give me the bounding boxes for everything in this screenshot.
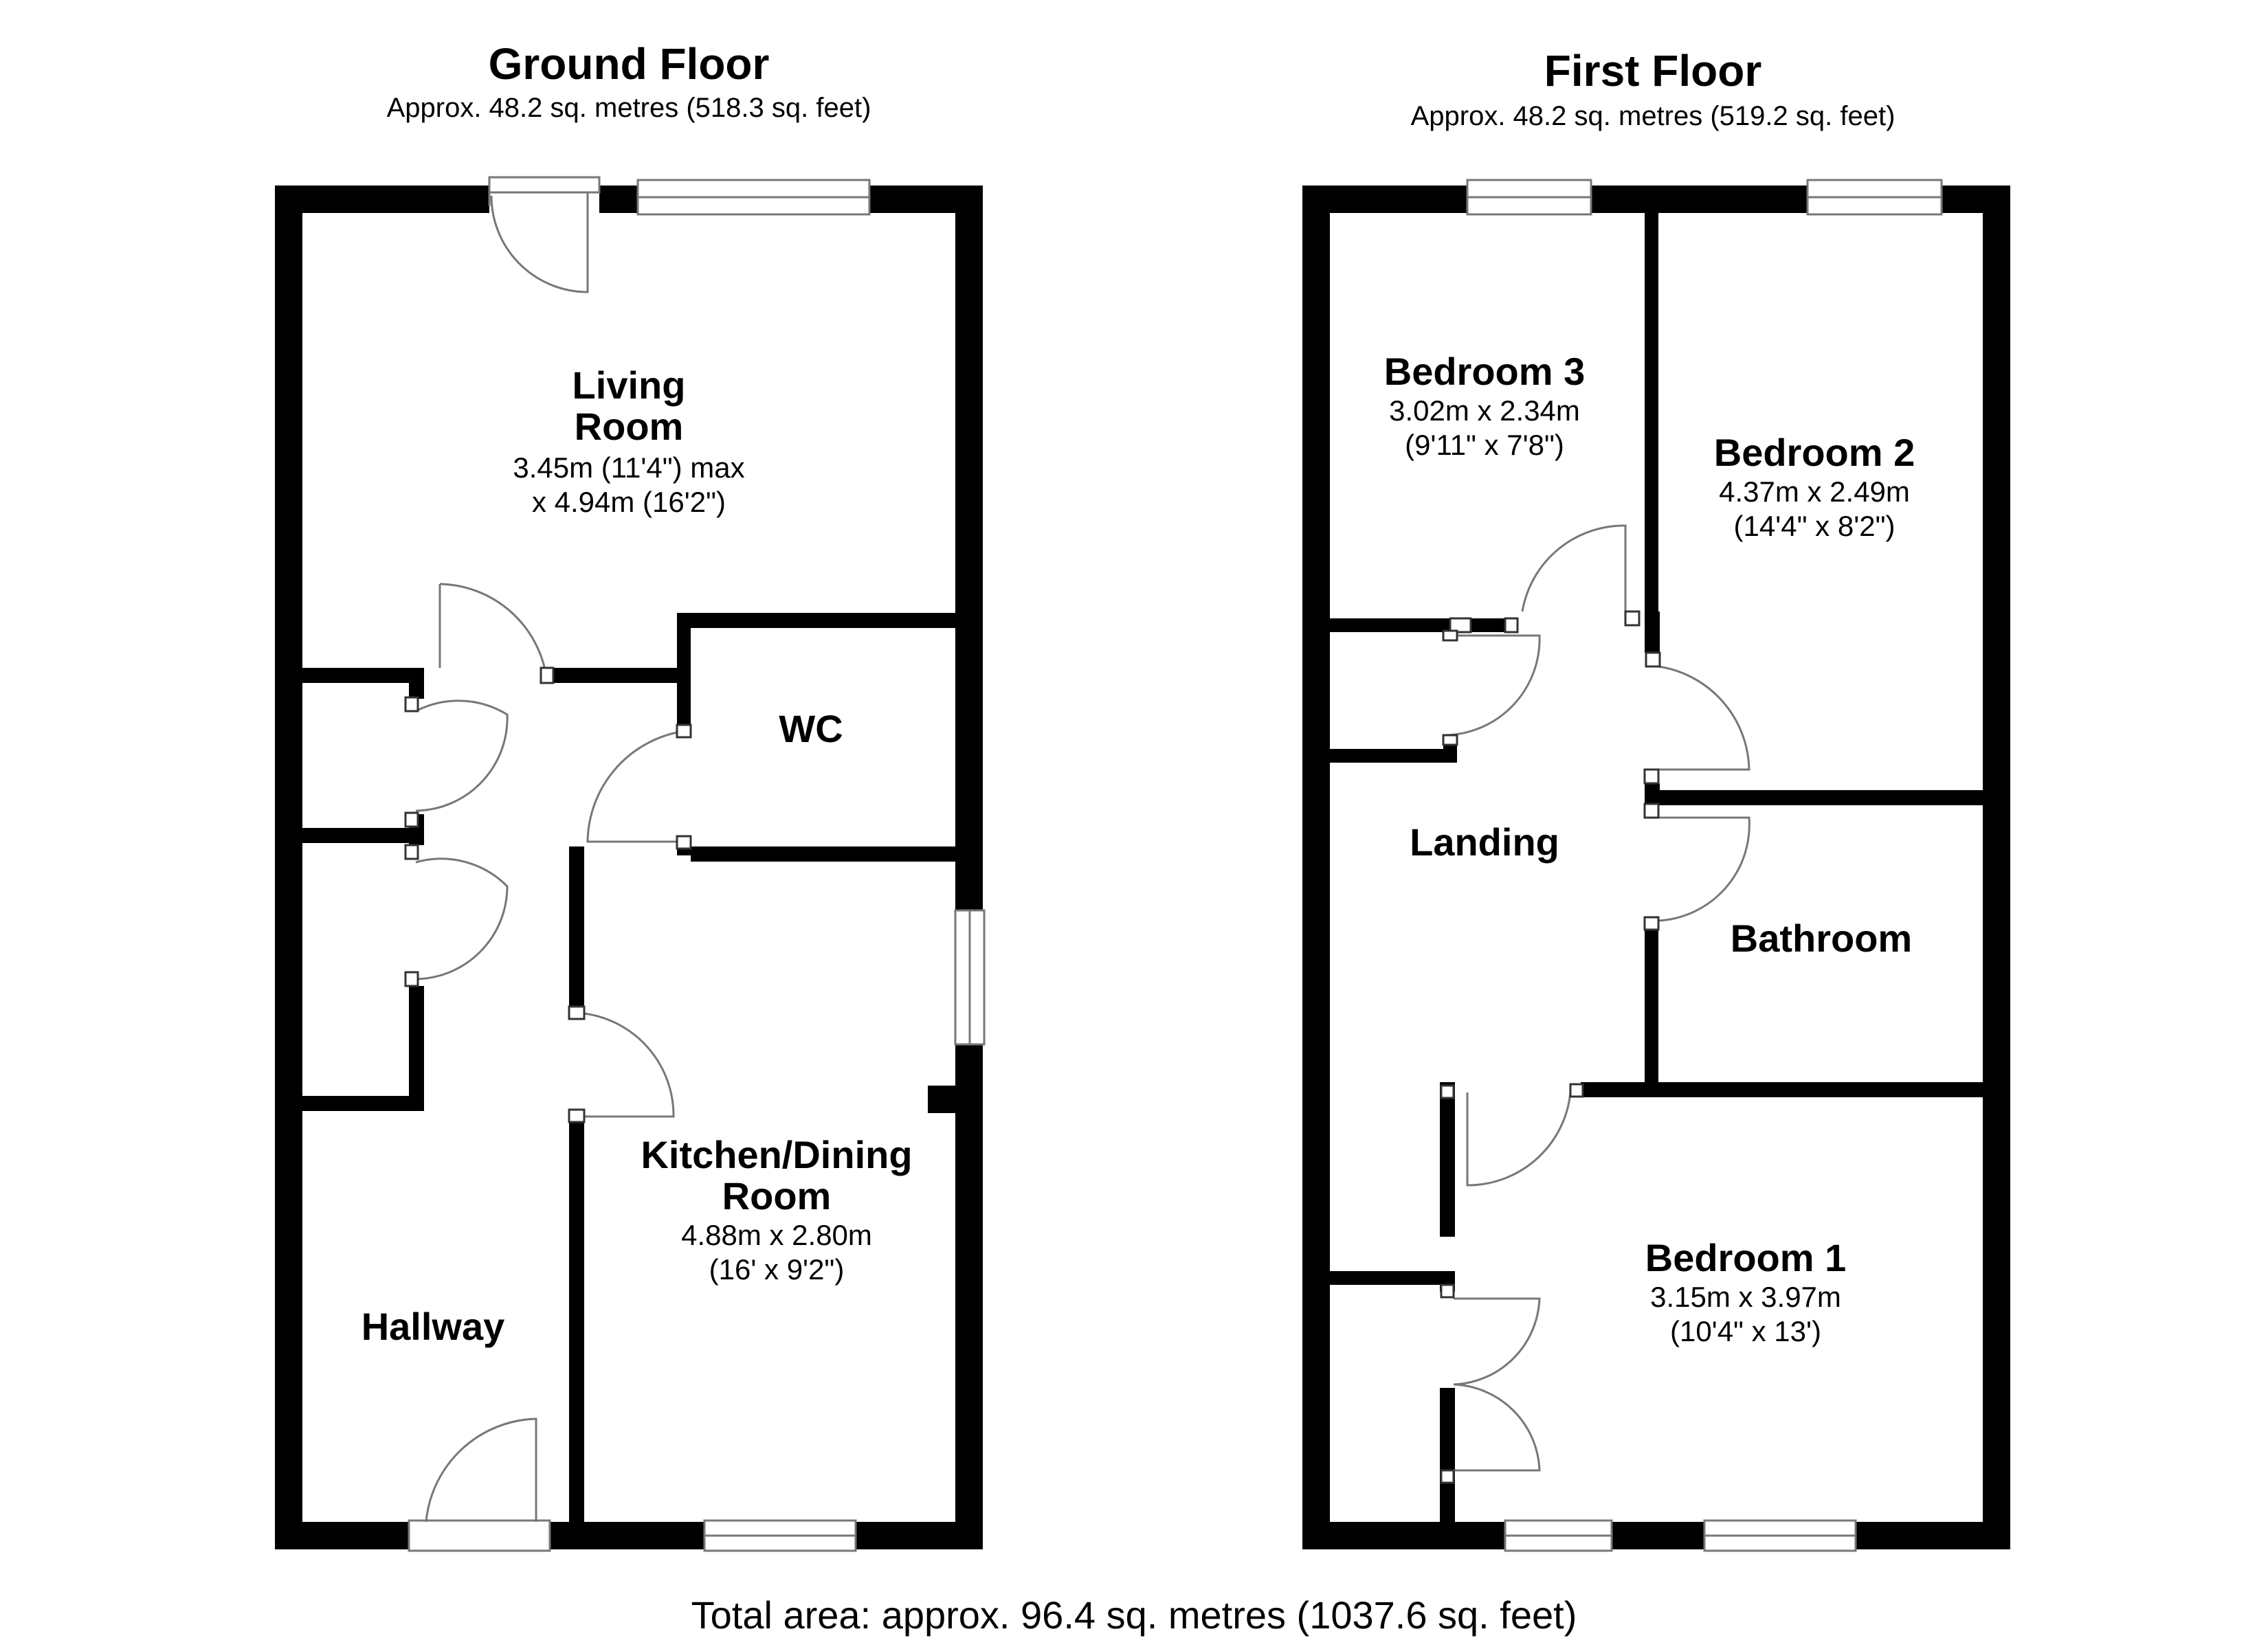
first-floor-title: First Floor: [1544, 46, 1761, 96]
room-name: Bedroom 1: [1645, 1236, 1847, 1279]
first-floor-walls: [1302, 186, 2010, 1549]
first-floor-windows: [1466, 179, 1943, 1552]
room-dimensions: 3.02m x 2.34m: [1389, 394, 1580, 427]
wc-room: WC: [779, 707, 843, 750]
room-name: Kitchen/Dining: [641, 1133, 912, 1176]
room-name: Bedroom 3: [1384, 350, 1586, 393]
room-dimensions: 4.37m x 2.49m: [1719, 475, 1910, 508]
room-name: Room: [722, 1174, 832, 1218]
bedroom-3: Bedroom 3 3.02m x 2.34m (9'11" x 7'8"): [1384, 350, 1586, 461]
bathroom: Bathroom: [1731, 917, 1912, 960]
room-dimensions: (9'11" x 7'8"): [1405, 429, 1564, 461]
ground-floor-title: Ground Floor: [489, 39, 770, 89]
room-dimensions: (10'4" x 13'): [1670, 1315, 1821, 1347]
room-dimensions: 4.88m x 2.80m: [681, 1219, 872, 1251]
room-name: Landing: [1410, 820, 1559, 864]
room-dimensions: (14'4" x 8'2"): [1734, 510, 1895, 542]
first-floor-area: Approx. 48.2 sq. metres (519.2 sq. feet): [1411, 101, 1895, 131]
room-dimensions: 3.15m x 3.97m: [1650, 1281, 1841, 1313]
room-name: Living: [572, 363, 686, 407]
bedroom-1: Bedroom 1 3.15m x 3.97m (10'4" x 13'): [1645, 1236, 1847, 1347]
kitchen-dining-room: Kitchen/Dining Room 4.88m x 2.80m (16' x…: [641, 1133, 912, 1286]
landing: Landing: [1410, 820, 1559, 864]
room-dimensions: (16' x 9'2"): [709, 1253, 845, 1286]
first-floor-plan: First Floor Approx. 48.2 sq. metres (519…: [1302, 46, 2010, 1552]
first-floor-door-jambs: [1440, 610, 1661, 1484]
room-dimensions: x 4.94m (16'2"): [532, 486, 726, 518]
first-floor-doors: [1443, 524, 1750, 1472]
room-name: Bathroom: [1731, 917, 1912, 960]
ground-floor-area: Approx. 48.2 sq. metres (518.3 sq. feet): [387, 93, 871, 123]
ground-floor-walls: [275, 186, 983, 1549]
living-room: Living Room 3.45m (11'4") max x 4.94m (1…: [513, 363, 744, 518]
ground-floor-doors: [415, 176, 681, 1523]
ground-floor-windows: [408, 179, 986, 1552]
total-area: Total area: approx. 96.4 sq. metres (103…: [691, 1593, 1577, 1637]
bedroom-2: Bedroom 2 4.37m x 2.49m (14'4" x 8'2"): [1714, 431, 1915, 542]
ground-floor-plan: Ground Floor Approx. 48.2 sq. metres (51…: [275, 39, 986, 1552]
hallway: Hallway: [362, 1305, 505, 1348]
room-dimensions: 3.45m (11'4") max: [513, 451, 744, 484]
room-name: Room: [575, 405, 684, 448]
ground-floor-door-jambs: [404, 666, 692, 1123]
room-name: Bedroom 2: [1714, 431, 1915, 474]
room-name: Hallway: [362, 1305, 505, 1348]
room-name: WC: [779, 707, 843, 750]
